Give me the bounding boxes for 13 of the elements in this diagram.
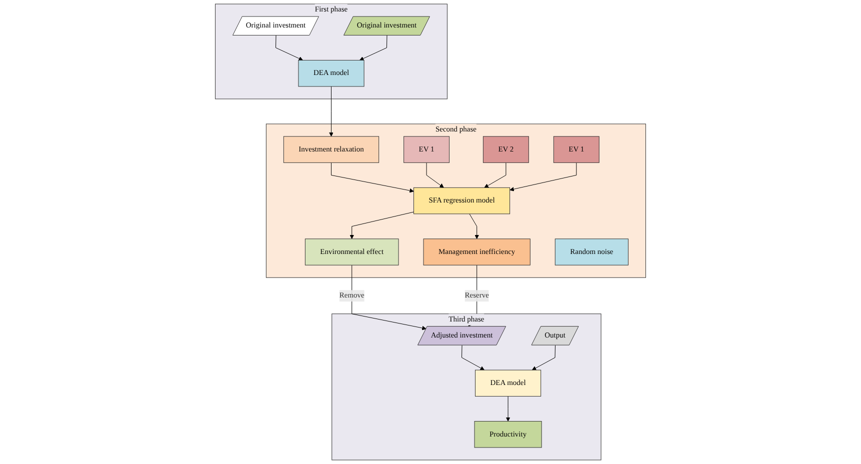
arrow [352, 264, 426, 330]
arrow [329, 86, 334, 137]
arrow [350, 212, 414, 240]
arrow [426, 162, 444, 188]
arrow [510, 162, 577, 192]
arrow [469, 214, 480, 240]
arrow [276, 35, 304, 61]
arrow [359, 35, 388, 61]
arrow [331, 162, 414, 193]
arrow [532, 345, 556, 370]
arrow [462, 345, 485, 370]
arrow [506, 396, 510, 422]
arrow [484, 162, 506, 188]
